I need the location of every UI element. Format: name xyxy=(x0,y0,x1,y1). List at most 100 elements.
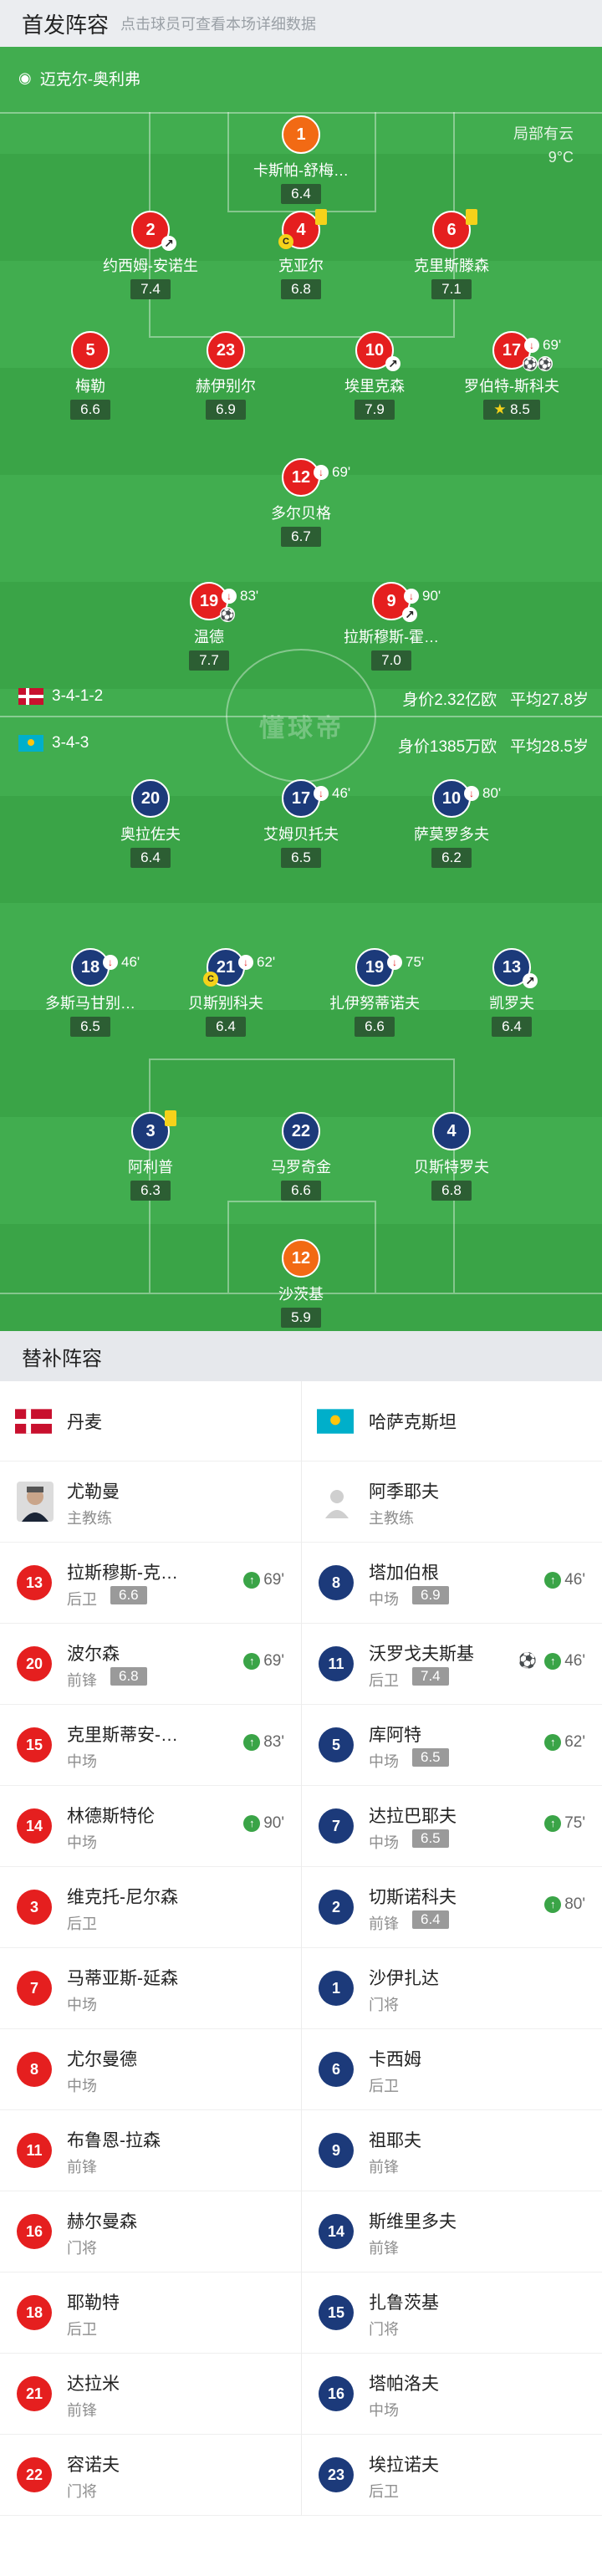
player-away[interactable]: 13↗ 凯罗夫 6.4 xyxy=(449,948,574,1037)
player-home[interactable]: 23 赫伊别尔 6.9 xyxy=(163,331,288,420)
player-position: 前锋 xyxy=(369,2159,399,2176)
player-home[interactable]: 12 ↓69' 多尔贝格 6.7 xyxy=(238,458,364,547)
sub-out-icon: ↓ xyxy=(404,589,419,604)
player-home[interactable]: 17 ↓69' ⚽⚽ 罗伯特-斯科夫 ★ 8.5 xyxy=(449,331,574,420)
player-home[interactable]: 2↗ 约西姆-安诺生 7.4 xyxy=(88,211,213,299)
player-rating: 6.9 xyxy=(412,1586,449,1604)
player-away[interactable]: 4 贝斯特罗夫 6.8 xyxy=(389,1112,514,1201)
player-number: 8 xyxy=(17,2052,52,2087)
denmark-flag-icon xyxy=(15,1408,52,1434)
player-position: 后卫 xyxy=(369,1672,399,1689)
whistle-icon: ◉ xyxy=(18,69,32,86)
player-name: 维克托-尼尔森 xyxy=(67,1888,178,1907)
player-position: 前锋 xyxy=(369,2240,399,2257)
coach-avatar-placeholder-icon xyxy=(319,1482,355,1522)
player-position: 中场 xyxy=(369,1591,399,1608)
player-home[interactable]: 19 ↓83' ⚽ 温德 7.7 xyxy=(146,582,272,671)
away-formation-row: 3-4-3 xyxy=(18,734,89,752)
goal-icon: ⚽ xyxy=(523,356,538,371)
player-number: 2 xyxy=(319,1890,354,1925)
sub-out-mark: ↓75' xyxy=(387,945,424,980)
player-away[interactable]: 19 ↓75' 扎伊努蒂诺夫 6.6 xyxy=(312,948,437,1037)
player-home[interactable]: 10↗ 埃里克森 7.9 xyxy=(312,331,437,420)
player-away[interactable]: 20 奥拉佐夫 6.4 xyxy=(88,779,213,868)
referee-name: 迈克尔-奥利弗 xyxy=(39,71,141,89)
home-country: 丹麦 xyxy=(67,1412,102,1432)
sub-in-arrow-icon: ↑ xyxy=(544,1653,562,1670)
player-away[interactable]: 3 阿利普 6.3 xyxy=(88,1110,213,1201)
player-number: 23 xyxy=(207,331,245,370)
player-name: 沃罗戈夫斯基 xyxy=(369,1645,474,1664)
player-name: 尤尔曼德 xyxy=(67,2050,137,2069)
player-away[interactable]: 10 ↓80' 萨莫罗多夫 6.2 xyxy=(389,779,514,868)
player-number: 9 xyxy=(386,592,396,610)
sub-in-arrow-icon: ↑ xyxy=(544,1896,562,1913)
player-name: 埃拉诺夫 xyxy=(369,2456,439,2475)
player-number: 12 xyxy=(291,468,311,487)
player-away-gk[interactable]: 12 沙茨基 5.9 xyxy=(238,1239,364,1328)
player-rating: 6.6 xyxy=(110,1586,147,1604)
player-number: 19 xyxy=(199,592,219,610)
away-coach-row[interactable]: 阿季耶夫 主教练 xyxy=(302,1461,602,1543)
player-number: 18 xyxy=(80,958,100,977)
sub-in-mark: ↑80' xyxy=(544,1895,585,1914)
home-coach-row[interactable]: 尤勒曼 主教练 xyxy=(0,1461,301,1543)
player-name: 奥拉佐夫 xyxy=(120,826,181,843)
sub-minute: 69' xyxy=(332,464,351,480)
player-home[interactable]: 9 ↓90' ↗ 拉斯穆斯-霍… 7.0 xyxy=(329,582,454,671)
player-home[interactable]: 6 克里斯滕森 7.1 xyxy=(389,209,514,299)
sub-in-minute: 46' xyxy=(564,1571,585,1589)
player-name: 贝斯别科夫 xyxy=(188,995,263,1012)
player-position: 中场 xyxy=(67,1834,97,1851)
player-away[interactable]: 22 马罗奇金 6.6 xyxy=(238,1112,364,1201)
sub-in-mark: ↑75' xyxy=(544,1814,585,1833)
player-away[interactable]: 17 ↓46' 艾姆贝托夫 6.5 xyxy=(238,779,364,868)
player-rating: 6.8 xyxy=(281,279,321,299)
sub-in-mark: ↑46' xyxy=(544,1571,585,1589)
player-position: 中场 xyxy=(369,1753,399,1770)
player-rating: 6.5 xyxy=(70,1017,110,1037)
home-value: 身价2.32亿欧 xyxy=(402,691,497,709)
player-home[interactable]: 5 梅勒 6.6 xyxy=(28,331,153,420)
player-number: 13 xyxy=(17,1565,52,1600)
sub-in-arrow-icon: ↑ xyxy=(243,1572,261,1589)
kazakhstan-flag-icon xyxy=(18,735,43,752)
pitch: ◉ 迈克尔-奥利弗 局部有云 9°C 3-4-1-2 身价2.32亿欧 平均27… xyxy=(0,47,602,1331)
player-away[interactable]: 18 ↓46' 多斯马甘别… 6.5 xyxy=(28,948,153,1037)
sub-in-mark: ↑90' xyxy=(243,1814,284,1833)
sub-out-icon: ↓ xyxy=(314,786,329,801)
home-age: 平均27.8岁 xyxy=(510,691,589,709)
player-home-gk[interactable]: 1 卡斯帕-舒梅… 6.4 xyxy=(238,115,364,204)
player-number: 1 xyxy=(282,115,320,154)
goal-icon: ⚽ xyxy=(518,1652,537,1669)
sub-in-minute: 46' xyxy=(564,1652,585,1670)
